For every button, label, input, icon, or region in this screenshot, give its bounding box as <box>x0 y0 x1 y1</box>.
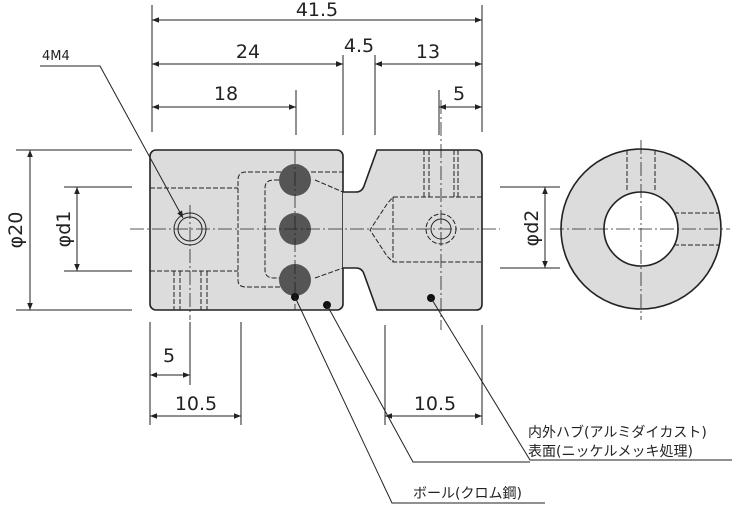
left-hub <box>149 149 344 311</box>
dim-right-setscrew-span: 10.5 <box>414 393 456 415</box>
dim-right-tap-position: 5 <box>453 83 465 105</box>
callout-surface: 表面(ニッケルメッキ処理) <box>528 444 693 460</box>
dim-bore-right: φd2 <box>521 210 543 247</box>
dim-bore-left: φd1 <box>53 211 75 248</box>
callout-ball-material: ボール(クロム鋼) <box>413 486 522 502</box>
dim-ball-position: 18 <box>214 83 238 105</box>
callout-tap: 4M4 <box>42 49 70 64</box>
dim-neck-length: 4.5 <box>344 35 374 57</box>
side-view <box>130 100 500 330</box>
dim-overall-length: 41.5 <box>296 0 338 21</box>
dim-left-hub-length: 24 <box>236 41 260 63</box>
dim-left-tap-position: 5 <box>163 345 175 367</box>
right-hub <box>343 149 483 311</box>
ball <box>279 264 311 296</box>
callout-hub-material: 内外ハブ(アルミダイカスト) <box>528 424 707 441</box>
dim-outer-diameter: φ20 <box>5 212 27 249</box>
dim-right-hub-length: 13 <box>416 41 440 63</box>
dimension-lines <box>27 17 548 419</box>
dim-left-setscrew-span: 10.5 <box>175 393 217 415</box>
end-view <box>550 140 730 320</box>
